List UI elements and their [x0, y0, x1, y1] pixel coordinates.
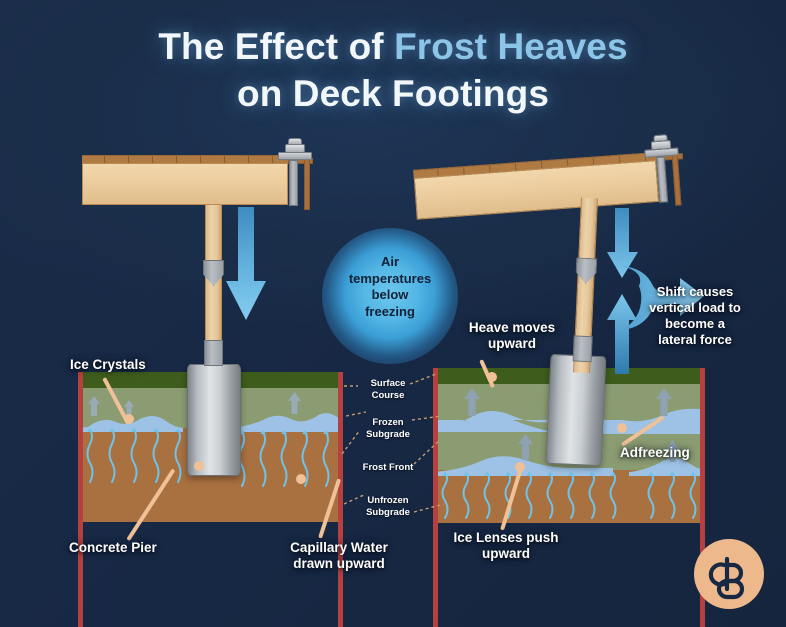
callout-heave-moves-upward: Heave moves upward — [468, 320, 556, 352]
left-ice-crystal-lens-east — [233, 413, 343, 432]
right-deck-rail-post — [671, 153, 682, 206]
left-uplift-arrow-c — [288, 392, 301, 414]
right-uplift-arrow-upper-b — [656, 388, 672, 416]
right-uplift-arrow-lower-a — [518, 434, 533, 460]
left-beam-end-bracket — [289, 160, 298, 206]
left-post-base-bracket — [204, 340, 223, 366]
left-post-cap-nut — [288, 138, 302, 145]
leader-dot-ice-crystals — [124, 414, 134, 424]
left-deck-beam — [82, 163, 288, 205]
layer-label-unfrozen-subgrade: Unfrozen Subgrade — [366, 495, 410, 518]
callout-adfreezing: Adfreezing — [620, 445, 690, 460]
right-uplift-arrow-lower-c — [666, 440, 679, 462]
right-lateral-force-arrow — [622, 266, 704, 330]
left-deck-joists — [82, 155, 297, 164]
leader-dot-adfreezing — [617, 423, 627, 433]
right-capillary-water-east — [647, 472, 697, 519]
left-soil-edge-east — [338, 372, 343, 627]
right-soil-edge-east — [700, 368, 705, 627]
left-capillary-water-east — [238, 430, 330, 487]
callout-capillary-water: Capillary Water drawn upward — [290, 540, 388, 572]
air-temperature-glow — [322, 228, 458, 364]
layer-label-frost-front: Frost Front — [362, 462, 414, 473]
brand-logo[interactable] — [694, 539, 764, 609]
left-soil-edge-west — [78, 372, 83, 627]
air-temperature-badge: Air temperatures below freezing — [348, 254, 432, 319]
right-uplift-arrow-upper-a — [464, 388, 480, 416]
callout-ice-crystals: Ice Crystals — [70, 357, 146, 372]
leader-dot-ice-lenses — [515, 462, 525, 472]
callout-ice-lenses: Ice Lenses push upward — [453, 530, 559, 562]
right-capillary-water-main — [441, 472, 617, 519]
layer-label-surface-course: Surface Course — [370, 378, 406, 401]
layer-label-leaders — [341, 373, 445, 513]
right-heave-uplift-arrow — [607, 294, 637, 374]
leader-dot-capillary-water — [296, 474, 306, 484]
leader-dot-heave-moves — [487, 372, 497, 382]
leader-dot-concrete-pier — [194, 461, 204, 471]
left-uplift-arrow-b — [124, 400, 134, 417]
right-vertical-load-arrow — [607, 208, 638, 278]
right-post-base-bracket — [572, 335, 593, 363]
right-soil-edge-west — [433, 368, 438, 627]
left-post-mid-bracket — [203, 260, 224, 286]
callout-shift-lateral-force: Shift causes vertical load to become a l… — [649, 284, 741, 347]
right-post-cap-nut — [653, 134, 668, 143]
left-capillary-water-west — [86, 428, 182, 483]
left-ice-crystal-lens-west — [78, 415, 183, 432]
right-upper-ice-lens — [433, 408, 705, 434]
left-uplift-arrow-a — [88, 396, 100, 416]
brand-monogram-icon — [708, 556, 745, 600]
left-vertical-load-arrow — [226, 207, 266, 320]
layer-label-frozen-subgrade: Frozen Subgrade — [366, 417, 410, 440]
right-lower-ice-lens — [433, 456, 705, 476]
callout-concrete-pier: Concrete Pier — [69, 540, 157, 555]
left-concrete-pier — [187, 364, 241, 476]
